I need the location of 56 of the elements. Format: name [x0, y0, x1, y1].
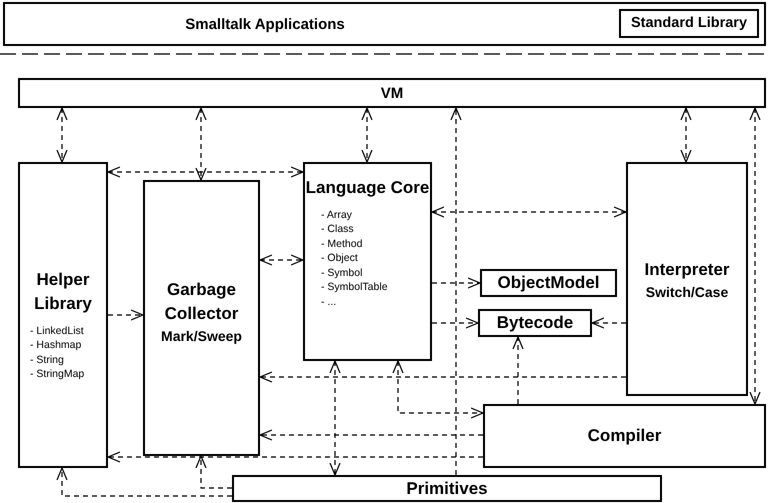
dashed-arrow — [108, 309, 144, 321]
list-item: - Array — [321, 208, 353, 222]
list-item: - Class — [321, 222, 355, 237]
component-title: ObjectModel — [497, 272, 600, 294]
component-title: Bytecode — [496, 312, 574, 334]
dashed-arrow — [450, 107, 462, 475]
component-title: Compiler — [588, 425, 662, 448]
list-item: - ... — [321, 294, 338, 310]
component-box — [143, 180, 260, 456]
list-item: - String — [30, 352, 65, 368]
dashed-arrow — [680, 107, 692, 163]
dashed-arrow — [195, 455, 232, 489]
component-box — [18, 162, 108, 468]
dashed-arrow — [259, 371, 626, 383]
dashed-arrow — [107, 166, 304, 178]
dashed-arrow — [392, 360, 484, 419]
component-title: VM — [380, 84, 404, 104]
component-subtitle: Switch/Case — [646, 284, 728, 300]
component-box — [483, 404, 766, 468]
list-item: - Method — [321, 236, 364, 252]
dashed-arrow — [259, 254, 304, 266]
layer-band — [3, 2, 766, 46]
dashed-arrow — [512, 336, 524, 404]
component-box — [626, 162, 748, 396]
dashed-arrow — [259, 429, 483, 441]
component-title: Interpreter — [644, 259, 730, 282]
dashed-arrow — [329, 360, 341, 476]
component-title: Smalltalk Applications — [184, 16, 346, 34]
list-item: - Hashmap — [30, 338, 82, 353]
dashed-arrow — [749, 107, 761, 405]
dashed-arrow — [107, 451, 483, 463]
dashed-arrow — [591, 317, 626, 329]
component-box — [480, 269, 617, 297]
component-box — [303, 162, 432, 361]
dashed-arrow — [195, 107, 207, 181]
component-subtitle: Mark/Sweep — [161, 328, 242, 344]
dashed-arrow — [56, 107, 68, 163]
component-box — [478, 309, 592, 337]
dashed-arrow — [432, 317, 479, 329]
dashed-arrow — [432, 277, 481, 289]
component-title: Garbage Collector — [164, 279, 240, 325]
list-item: - Symbol — [321, 266, 364, 280]
list-item: - LinkedList — [30, 324, 84, 338]
component-box — [619, 9, 759, 38]
dashed-arrow — [56, 467, 232, 497]
component-title: Helper Library — [33, 269, 93, 315]
list-item: - Object — [321, 251, 359, 266]
component-title: Language Core — [306, 177, 430, 199]
list-item: - StringMap — [30, 367, 84, 382]
component-box — [232, 475, 662, 502]
component-title: Standard Library — [630, 14, 748, 34]
dashed-arrow — [431, 206, 627, 218]
list-item: - SymbolTable — [321, 280, 388, 295]
dashed-arrow — [361, 107, 373, 163]
component-title: Primitives — [406, 478, 488, 500]
component-box — [18, 78, 766, 108]
